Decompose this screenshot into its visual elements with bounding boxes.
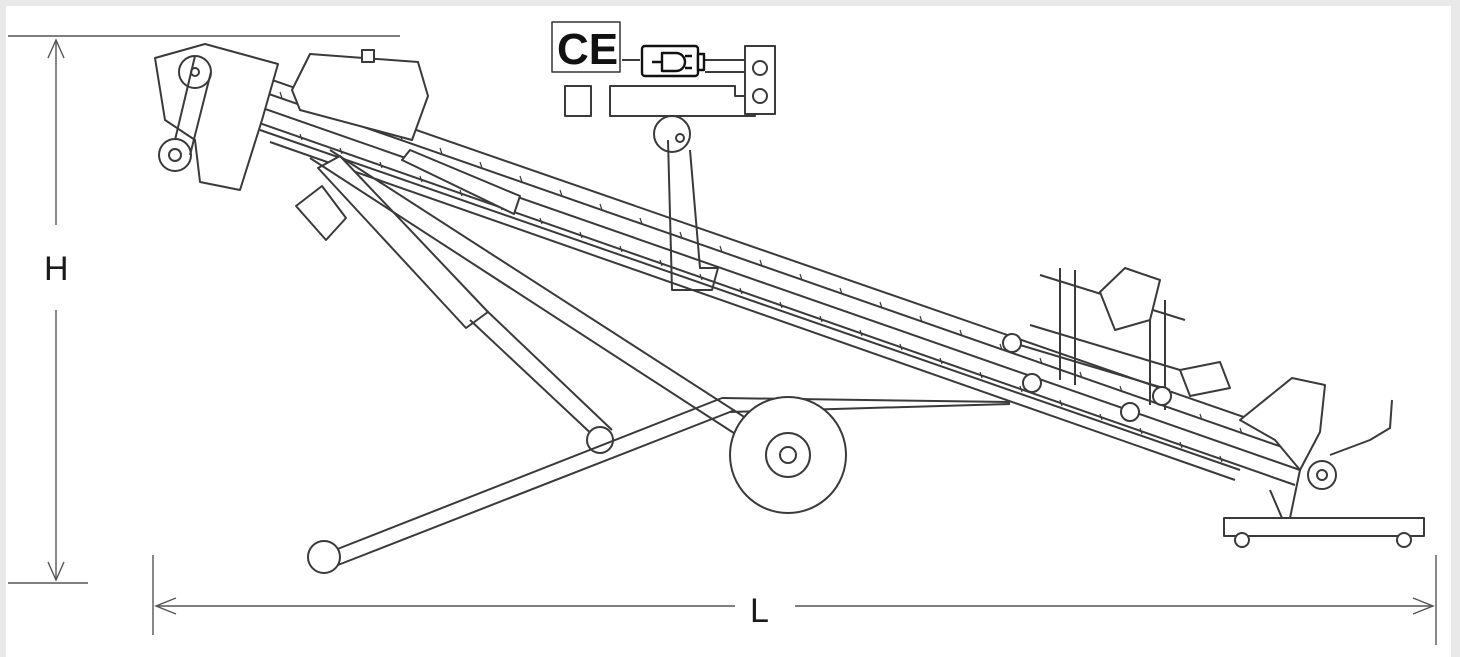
length-arrow-right (1412, 597, 1435, 615)
length-dimension (152, 555, 1437, 645)
length-arrow-left (154, 597, 177, 615)
power-plug-icon (640, 44, 706, 78)
control-unit (564, 45, 776, 291)
tail-hopper (1239, 377, 1393, 490)
conveyor-machine: CE (154, 21, 1425, 574)
belt-cleats (279, 91, 1243, 463)
ce-mark-icon: CE (551, 21, 621, 74)
drive-motor (291, 49, 429, 141)
conveyor-beam (199, 54, 1311, 486)
tow-bar-end-ball (307, 540, 341, 574)
tube-segment (401, 149, 521, 215)
carriage-assembly (1002, 267, 1231, 422)
height-arrow-bottom (47, 561, 65, 582)
head-drum-housing (154, 43, 279, 191)
base-frame (1223, 469, 1425, 548)
height-arrow-top (47, 38, 65, 59)
support-strut (309, 149, 781, 451)
length-label: L (750, 592, 769, 630)
head-sprocket (158, 138, 192, 172)
height-label: H (44, 250, 69, 288)
tail-sprocket (1307, 460, 1337, 490)
height-dimension (8, 35, 400, 584)
transport-wheel (729, 396, 847, 514)
hydraulic-cylinder (295, 155, 614, 454)
tow-bar (307, 397, 1011, 574)
ce-mark: CE (557, 25, 618, 74)
